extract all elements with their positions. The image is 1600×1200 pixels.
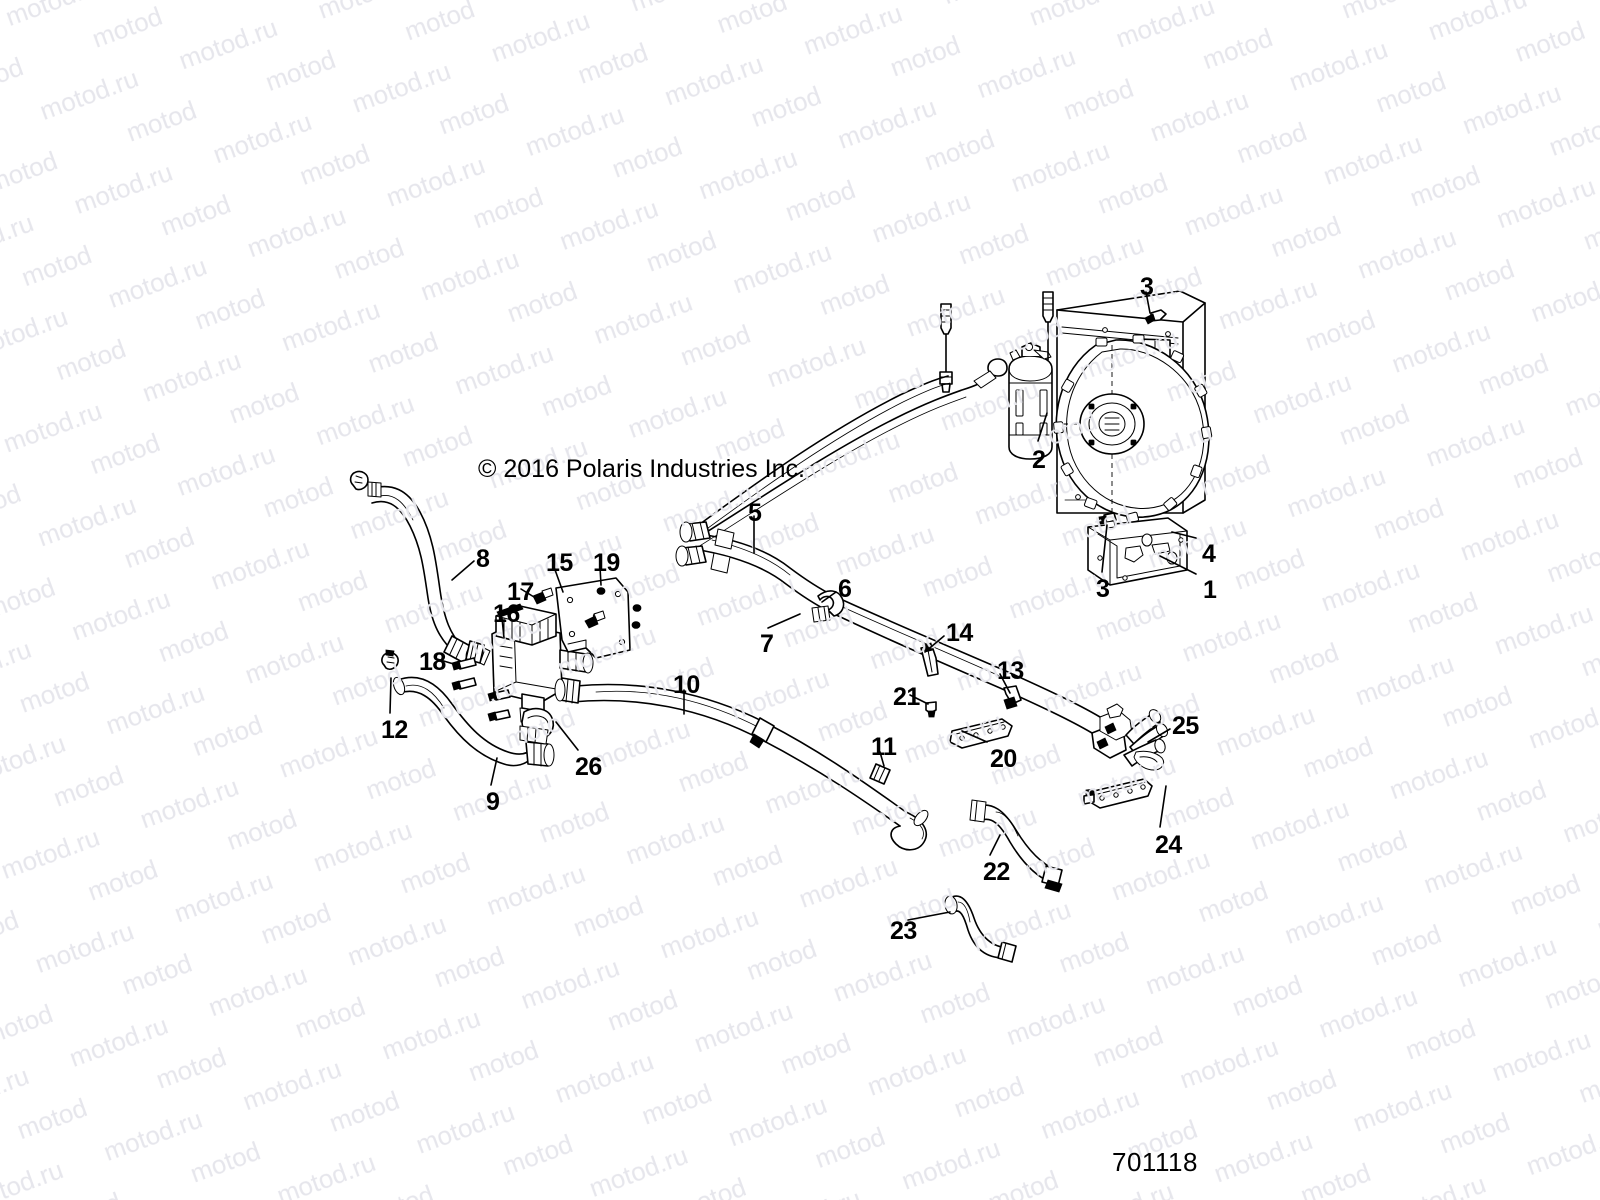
leader-line-4 <box>1171 531 1197 539</box>
callout-24: 24 <box>1155 831 1182 859</box>
callout-19: 19 <box>593 549 620 577</box>
callout-21: 21 <box>893 683 920 711</box>
callout-7: 7 <box>760 630 774 658</box>
leader-line-12 <box>389 677 392 714</box>
leader-line-26 <box>555 721 579 751</box>
callout-2: 2 <box>1032 446 1046 474</box>
callout-10: 10 <box>673 671 700 699</box>
callout-6: 6 <box>838 575 852 603</box>
leader-line-22 <box>989 834 1001 856</box>
leader-line-9 <box>490 757 498 786</box>
callout-4: 4 <box>1202 540 1216 568</box>
leader-line-20 <box>961 730 988 743</box>
callout-18: 18 <box>419 648 446 676</box>
leader-line-6 <box>821 591 837 603</box>
callout-22: 22 <box>983 858 1010 886</box>
callout-5: 5 <box>748 499 762 527</box>
callout-12: 12 <box>381 716 408 744</box>
leader-line-24 <box>1159 785 1167 828</box>
callout-25: 25 <box>1172 712 1199 740</box>
callout-3a: 3 <box>1140 273 1154 301</box>
diagram-part-number: 701118 <box>1112 1147 1198 1177</box>
copyright-notice: © 2016 Polaris Industries Inc. <box>478 455 805 483</box>
callout-17: 17 <box>507 578 534 606</box>
callout-23: 23 <box>890 917 917 945</box>
leader-line-1 <box>1159 555 1197 575</box>
callout-20: 20 <box>990 745 1017 773</box>
callout-9: 9 <box>486 788 500 816</box>
callout-13: 13 <box>997 657 1024 685</box>
callout-8: 8 <box>476 545 490 573</box>
leader-line-8 <box>451 560 475 581</box>
leader-line-25 <box>1147 728 1171 743</box>
leader-line-3b <box>1101 524 1108 573</box>
leader-line-2 <box>1037 412 1048 442</box>
callout-3b: 3 <box>1096 575 1110 603</box>
leader-line-14 <box>924 635 945 653</box>
callout-14: 14 <box>946 619 973 647</box>
leader-line-7 <box>767 613 801 629</box>
callout-11: 11 <box>871 733 897 761</box>
callout-1: 1 <box>1203 576 1217 604</box>
callout-26: 26 <box>575 753 602 781</box>
callout-15: 15 <box>546 549 573 577</box>
